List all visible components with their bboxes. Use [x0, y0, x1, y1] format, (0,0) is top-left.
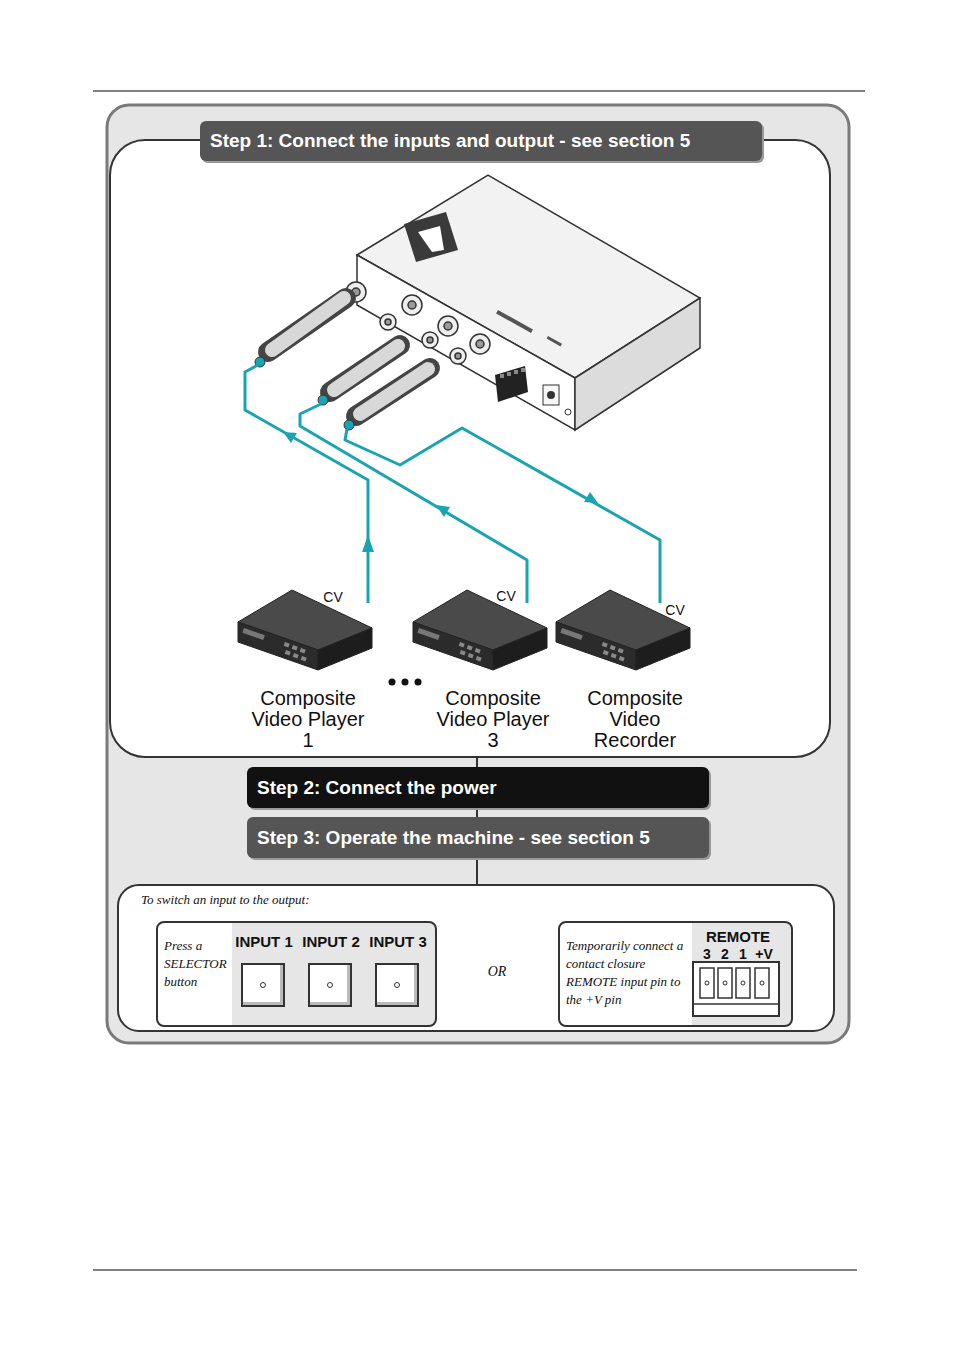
- button-dot: [260, 982, 266, 988]
- remote-terminal: REMOTE: [692, 928, 784, 1020]
- instruction-box: Press a SELECTOR buttonINPUT 1INPUT 2INP…: [156, 921, 437, 1027]
- selector-button: INPUT 3: [366, 933, 430, 1015]
- step-panel: [110, 140, 830, 757]
- outer-panel: [107, 105, 849, 1043]
- button-cap: [241, 963, 285, 1007]
- header-rule: [93, 91, 865, 92]
- step-link: [476, 858, 478, 884]
- signal-name: CV: [665, 602, 684, 618]
- instruction-box: Temporarily connect a contact closure RE…: [558, 921, 793, 1027]
- note: OR: [488, 964, 507, 980]
- signal-name: CV: [496, 588, 515, 604]
- selector-button: INPUT 1: [232, 933, 296, 1015]
- video-cable: [245, 365, 660, 603]
- button-dot: [327, 982, 333, 988]
- button-dot: [394, 982, 400, 988]
- step-banner-text: Step 3: Operate the machine - see sectio…: [247, 827, 660, 849]
- video-device: [238, 590, 690, 670]
- pin-name: 3: [703, 946, 711, 962]
- selector-button-text: INPUT 1: [232, 933, 296, 950]
- selector-button-text: INPUT 2: [299, 933, 363, 950]
- step-banner: Step 2: Connect the power: [247, 767, 709, 808]
- pin-name: 2: [721, 946, 729, 962]
- device-label-text: Composite Video Recorder: [573, 688, 697, 751]
- pin-name: 1: [739, 946, 747, 962]
- device-label: Composite Video Recorder: [573, 688, 697, 754]
- switcher-illustration: [346, 175, 700, 430]
- footer-rule: [93, 1270, 857, 1271]
- instruction-panel-text: To switch an input to the output:: [119, 886, 833, 908]
- step-banner: Step 1: Connect the inputs and output - …: [200, 121, 762, 161]
- step-banner: Step 3: Operate the machine - see sectio…: [247, 817, 709, 858]
- step-banner-text: Step 1: Connect the inputs and output - …: [200, 130, 700, 152]
- device-label-text: Composite Video Player 1: [246, 688, 370, 751]
- instruction-box-text: Press a SELECTOR button: [158, 923, 232, 991]
- device-label: Composite Video Player 1: [246, 688, 370, 754]
- remote-terminal-text: REMOTE: [692, 928, 784, 945]
- signal-name: CV: [323, 589, 342, 605]
- device-label-text: Composite Video Player 3: [431, 688, 555, 751]
- ellipsis-dots: [389, 679, 422, 686]
- selector-button-text: INPUT 3: [366, 933, 430, 950]
- step-banner-text: Step 2: Connect the power: [247, 777, 507, 799]
- selector-button: INPUT 2: [299, 933, 363, 1015]
- button-cap: [308, 963, 352, 1007]
- signal-arrow: [283, 432, 598, 552]
- terminal-block: [692, 958, 784, 1020]
- bnc-plug: [268, 298, 430, 416]
- instruction-box-text: Temporarily connect a contact closure RE…: [560, 923, 690, 1009]
- pin-name: +V: [755, 946, 773, 962]
- device-label: Composite Video Player 3: [431, 688, 555, 754]
- button-cap: [375, 963, 419, 1007]
